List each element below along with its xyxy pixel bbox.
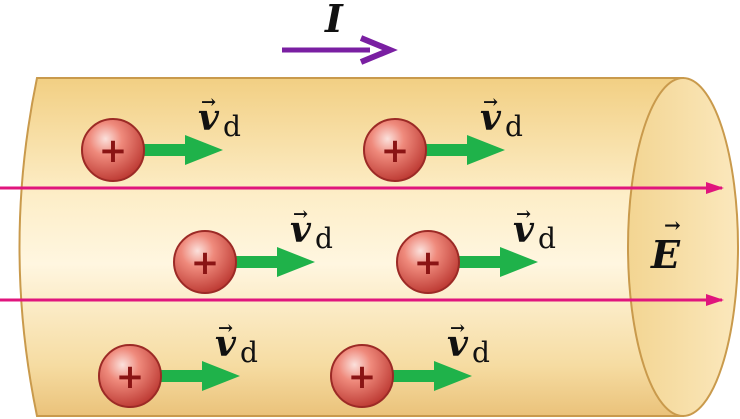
drift-velocity-subscript: d xyxy=(240,336,258,369)
current-label: I xyxy=(324,0,344,41)
positive-charge xyxy=(81,118,145,182)
drift-velocity-subscript: d xyxy=(538,222,556,255)
drift-arrow-shaft xyxy=(156,370,208,382)
field-label: E xyxy=(650,232,681,277)
drift-velocity-subscript: d xyxy=(505,110,523,143)
drift-arrow-head xyxy=(434,361,472,391)
drift-arrow-shaft xyxy=(421,144,473,156)
drift-arrow-shaft xyxy=(454,256,506,268)
positive-charge xyxy=(330,344,394,408)
drift-arrow-shaft xyxy=(231,256,283,268)
charge-sign: + xyxy=(116,357,145,397)
charge-sign: + xyxy=(381,131,410,171)
current-arrow-head xyxy=(359,35,398,65)
drift-velocity-symbol: v xyxy=(480,97,502,139)
drift-velocity-subscript: d xyxy=(315,222,333,255)
drift-velocity-subscript: d xyxy=(472,336,490,369)
drift-arrow-shaft xyxy=(388,370,440,382)
drift-vector-arrow: → xyxy=(450,318,465,339)
drift-velocity-symbol: v xyxy=(290,209,312,251)
drift-arrow-shaft xyxy=(139,144,191,156)
charge-sign: + xyxy=(99,131,128,171)
drift-vector-arrow: → xyxy=(218,318,233,339)
drift-arrow-head xyxy=(185,135,223,165)
drift-vector-arrow: → xyxy=(293,204,308,225)
current-arrow: I xyxy=(282,0,398,65)
drift-arrow-head xyxy=(202,361,240,391)
cylinder-end-cap xyxy=(627,77,739,417)
drift-arrow-head xyxy=(500,247,538,277)
drift-vector-arrow: → xyxy=(516,204,531,225)
positive-charge xyxy=(98,344,162,408)
drift-velocity-symbol: v xyxy=(447,323,469,365)
drift-arrow-head xyxy=(467,135,505,165)
drift-velocity-symbol: v xyxy=(513,209,535,251)
drift-vector-arrow: → xyxy=(483,92,498,113)
charge-sign: + xyxy=(191,243,220,283)
drift-velocity-symbol: v xyxy=(215,323,237,365)
charge-sign: + xyxy=(348,357,377,397)
positive-charge xyxy=(363,118,427,182)
electric-field-lines xyxy=(0,182,724,306)
field-vector-arrow: → xyxy=(664,213,681,237)
positive-charge xyxy=(173,230,237,294)
drift-velocity-subscript: d xyxy=(223,110,241,143)
field-label-group: → E xyxy=(650,213,681,277)
drift-vector-arrow: → xyxy=(201,92,216,113)
drift-velocity-symbol: v xyxy=(198,97,220,139)
charge-sign: + xyxy=(414,243,443,283)
drift-arrow-head xyxy=(277,247,315,277)
positive-charge xyxy=(396,230,460,294)
